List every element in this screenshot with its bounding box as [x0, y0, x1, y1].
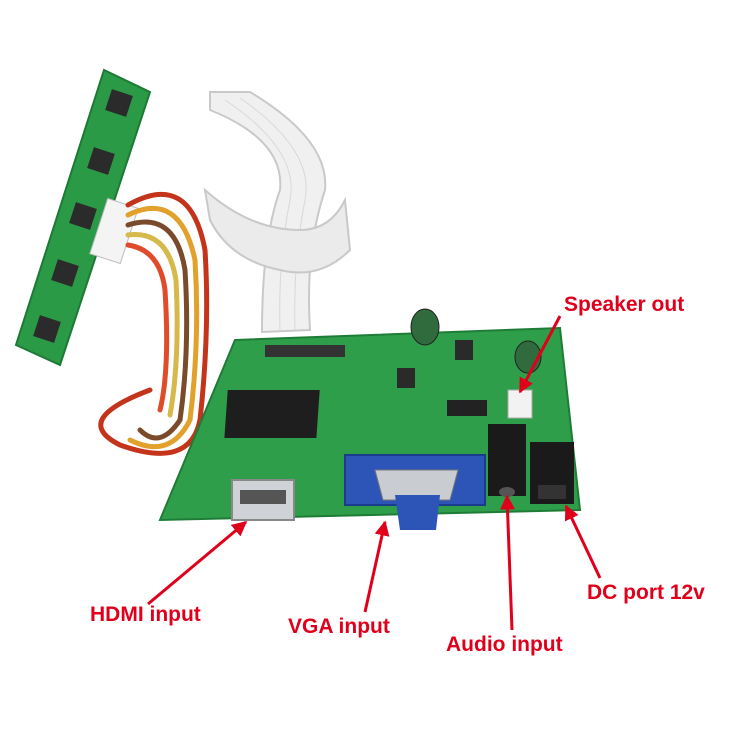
- ribbon-cable: [203, 91, 352, 334]
- key-board: [14, 68, 152, 367]
- arrow-hdmi: [147, 520, 248, 606]
- dc-port-label: DC port 12v: [587, 581, 705, 604]
- hdmi-input-label: HDMI input: [90, 603, 201, 626]
- vga-input-label: VGA input: [288, 615, 390, 638]
- audio-input-label: Audio input: [446, 633, 563, 656]
- speaker-out-label: Speaker out: [564, 293, 685, 316]
- pointer-arrows: [147, 315, 602, 631]
- arrow-vga: [363, 520, 390, 613]
- arrow-dc: [564, 504, 602, 579]
- arrow-audio: [500, 494, 515, 631]
- main-pcb: [158, 308, 582, 530]
- wire-harness: [98, 191, 210, 456]
- arrow-speaker: [518, 315, 562, 394]
